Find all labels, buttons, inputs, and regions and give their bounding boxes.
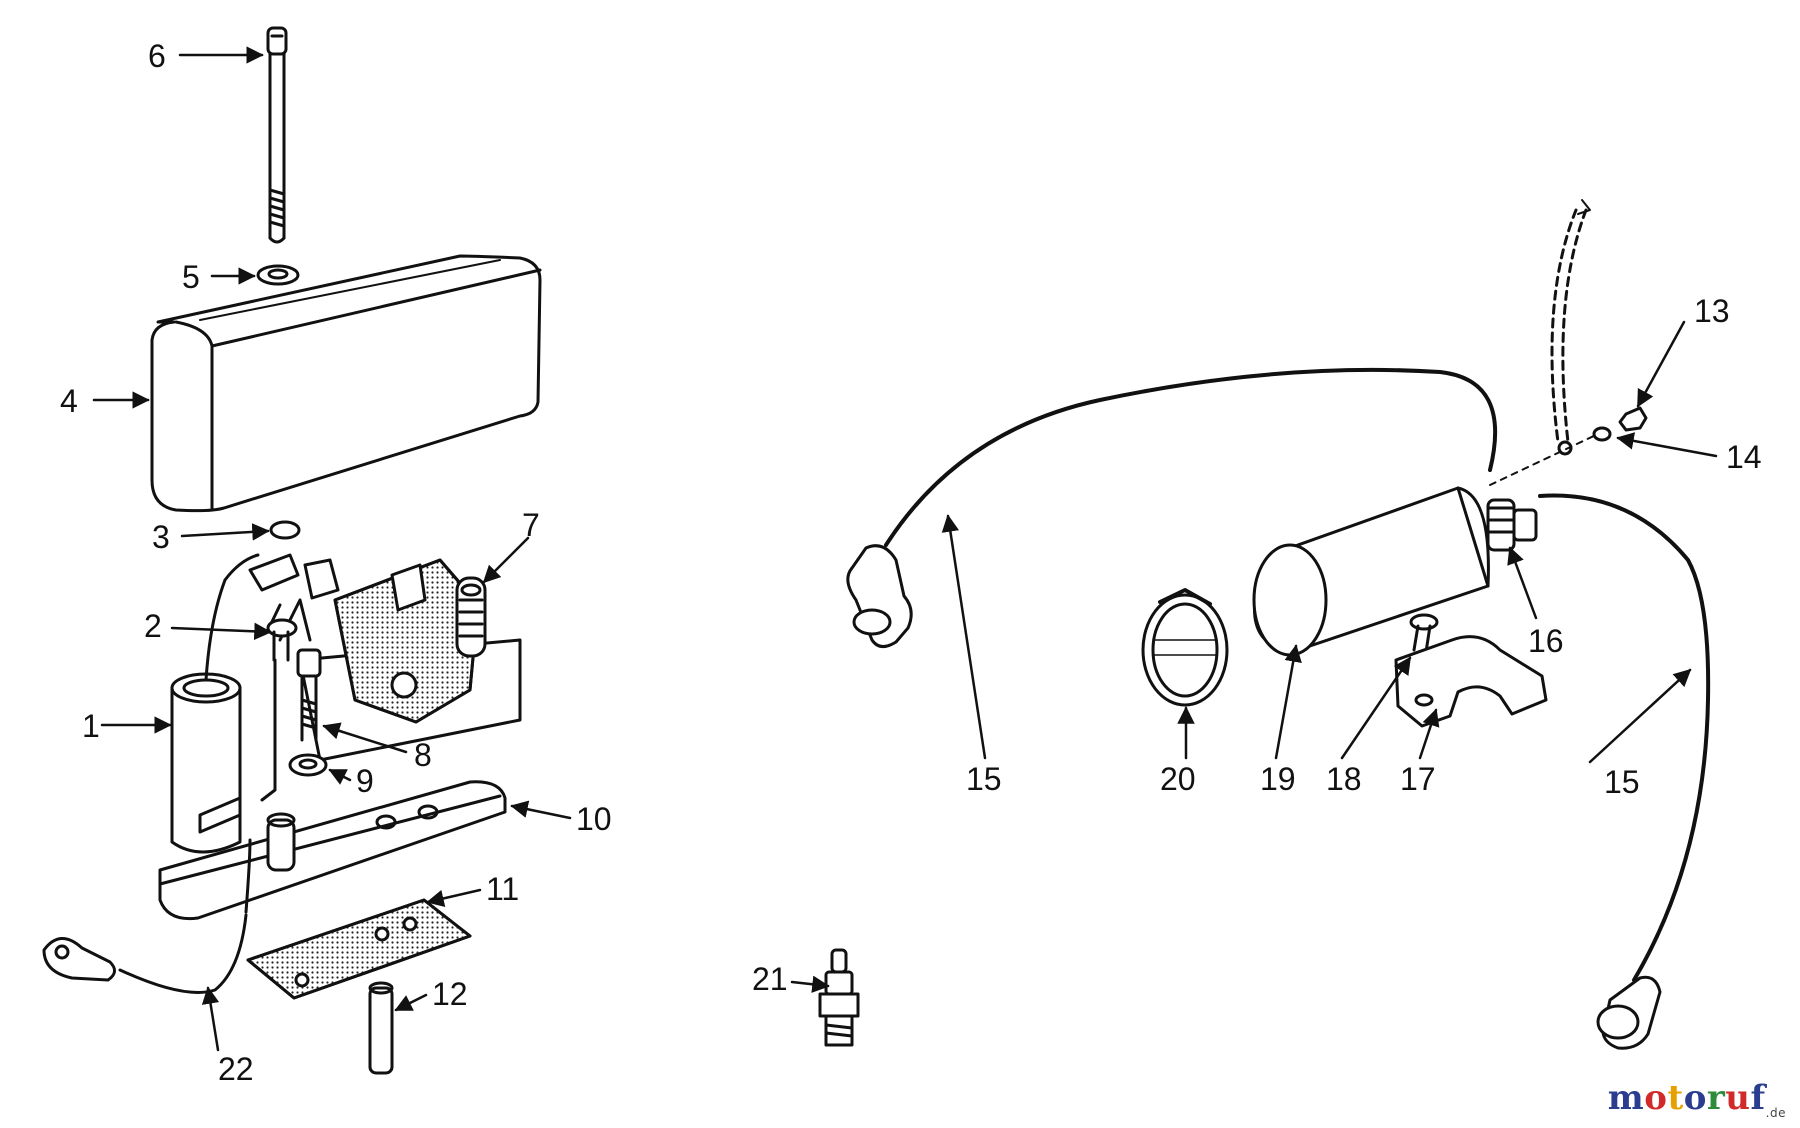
- callout-19: 19: [1260, 761, 1296, 797]
- callout-2: 2: [144, 608, 162, 644]
- part-screw-18: [1409, 613, 1439, 654]
- part-pin: [368, 981, 394, 1075]
- callout-11: 11: [486, 871, 519, 907]
- callout-3: 3: [152, 519, 170, 555]
- wm-f: f: [1750, 1078, 1766, 1119]
- leader-lines: [92, 46, 1718, 1052]
- part-hose-clamp: [1141, 588, 1229, 707]
- callout-10: 10: [576, 801, 612, 837]
- part-ht-lead-left: [846, 367, 1498, 648]
- callout-1: 1: [82, 708, 100, 744]
- callout-6: 6: [148, 38, 166, 74]
- callout-15-left: 15: [966, 761, 1002, 797]
- callout-15-right: 15: [1604, 764, 1640, 800]
- callout-14: 14: [1726, 439, 1762, 475]
- part-ground-wire-dashed: [1489, 199, 1599, 486]
- callout-22: 22: [218, 1051, 254, 1087]
- wm-tld: .de: [1765, 1106, 1786, 1120]
- wm-o: o: [1644, 1078, 1668, 1119]
- part-adjusting-screw: [455, 576, 487, 658]
- callout-5: 5: [182, 259, 200, 295]
- watermark-logo: motoruf.de: [1608, 1078, 1786, 1120]
- part-ignition-coil: [1252, 486, 1538, 657]
- part-spark-plug: [818, 948, 860, 1047]
- callout-21: 21: [752, 961, 788, 997]
- part-insulator-sheet: [246, 898, 472, 1000]
- callout-labels: 6 5 4 3 7 2 1 8 9 10 11 12 22 21 15 20 1…: [60, 38, 1762, 1087]
- part-base-plate: [158, 780, 507, 921]
- part-cover-box: [150, 254, 542, 513]
- part-ht-lead-right: [1538, 493, 1711, 1050]
- wm-t: t: [1667, 1078, 1684, 1119]
- callout-9: 9: [356, 763, 374, 799]
- callout-12: 12: [432, 976, 468, 1012]
- callout-8: 8: [414, 737, 432, 773]
- callout-13: 13: [1694, 293, 1730, 329]
- part-bolt-long: [266, 26, 288, 244]
- wm-o2: o: [1683, 1078, 1707, 1119]
- part-bracket: [1394, 635, 1548, 728]
- callout-7: 7: [522, 507, 540, 543]
- wm-m: m: [1607, 1078, 1645, 1119]
- callout-20: 20: [1160, 761, 1196, 797]
- part-ring: [269, 520, 301, 540]
- part-washer-9: [260, 658, 328, 802]
- part-condenser: [170, 553, 260, 854]
- part-screw-small: [266, 618, 298, 662]
- callout-18: 18: [1326, 761, 1362, 797]
- part-nut-washer: [1592, 406, 1648, 442]
- callout-16: 16: [1528, 623, 1564, 659]
- wm-r: r: [1706, 1078, 1726, 1119]
- part-cap-screw: [296, 648, 322, 742]
- wm-u: u: [1725, 1078, 1751, 1119]
- callout-17: 17: [1400, 761, 1436, 797]
- callout-4: 4: [60, 383, 78, 419]
